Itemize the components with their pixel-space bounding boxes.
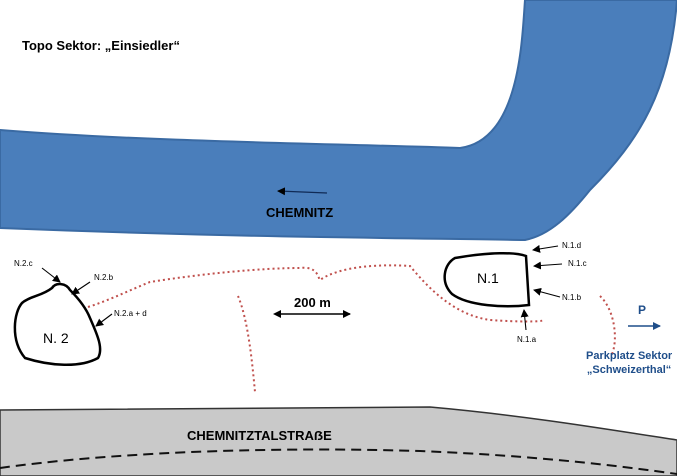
parking-symbol: P — [638, 303, 647, 317]
rock-n1-label: N.1 — [477, 270, 499, 286]
path-main — [87, 264, 546, 323]
parking-label: Parkplatz Sektor „Schweizerthal“ — [586, 349, 672, 377]
route-arrow-n2ad — [95, 313, 113, 327]
river-label: CHEMNITZ — [266, 205, 334, 220]
route-arrow-n1a — [520, 309, 529, 331]
road-label: CHEMNITZTALSTRAẞE — [187, 428, 332, 443]
path-parking — [599, 295, 616, 355]
route-label-n2b: N.2.b — [94, 273, 114, 282]
map-title: Topo Sektor: „Einsiedler“ — [22, 38, 180, 53]
river-chemnitz — [0, 0, 677, 242]
route-label-n2ad: N.2.a + d — [114, 309, 147, 318]
route-arrow-n1d — [532, 244, 559, 253]
rock-n2-outline — [13, 282, 102, 366]
route-label-n1a: N.1.a — [517, 335, 537, 344]
route-arrow-n2b — [71, 281, 91, 295]
route-label-n1b: N.1.b — [562, 293, 582, 302]
route-label-n2c: N.2.c — [14, 259, 33, 268]
route-label-n1c: N.1.c — [568, 259, 587, 268]
road-chemnitztalstrasse — [0, 406, 677, 476]
scale-label: 200 m — [294, 295, 331, 310]
rock-n1-outline — [443, 251, 531, 308]
route-label-n1d: N.1.d — [562, 241, 582, 250]
parking-label-line1: Parkplatz Sektor — [586, 350, 673, 362]
path-branch-south — [237, 295, 256, 393]
road-centerline — [0, 448, 677, 475]
route-arrow-n1b — [533, 287, 561, 298]
route-arrow-n2c — [41, 267, 61, 283]
parking-label-line2: „Schweizerthal“ — [586, 364, 672, 376]
route-arrow-n1c — [533, 261, 563, 270]
river-flow-arrow — [277, 187, 328, 196]
rock-n2-label: N. 2 — [43, 330, 69, 346]
